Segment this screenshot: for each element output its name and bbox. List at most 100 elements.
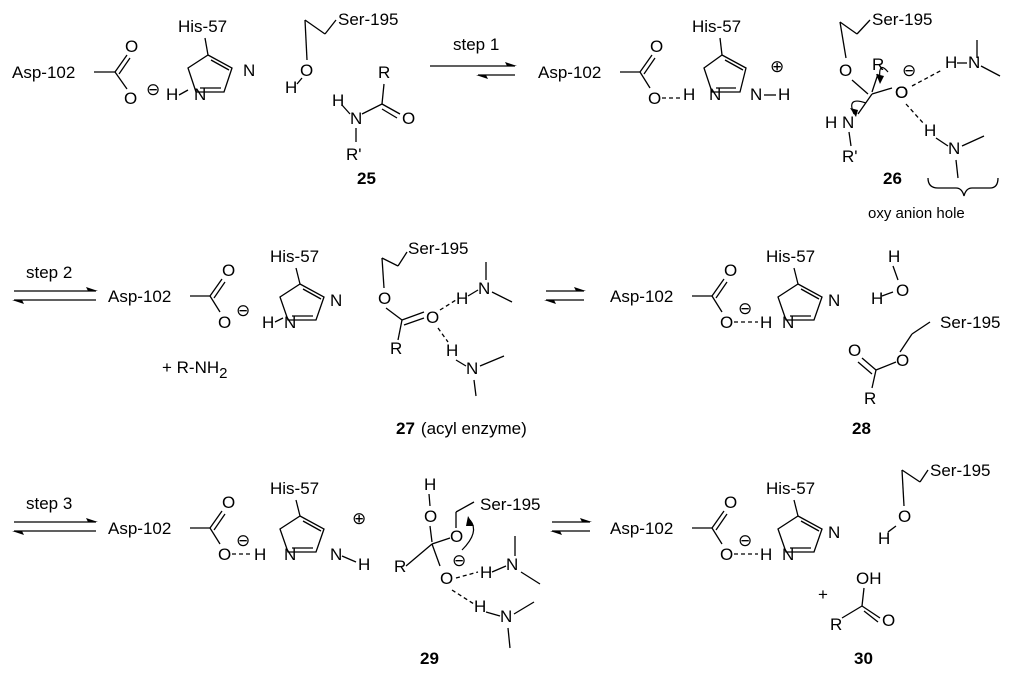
step-3-arrows: step 3	[12, 494, 98, 535]
svg-text:H: H	[332, 91, 344, 110]
his-57-imidazolium: His-57 H N N H ⊕	[683, 17, 790, 104]
svg-text:H: H	[358, 555, 370, 574]
svg-text:⊕: ⊕	[352, 509, 366, 528]
step-1-arrows: step 1	[430, 35, 517, 79]
svg-text:N: N	[478, 279, 490, 298]
svg-text:N: N	[284, 313, 296, 332]
svg-text:N: N	[828, 523, 840, 542]
svg-text:R: R	[390, 339, 402, 358]
svg-text:His-57: His-57	[270, 479, 319, 498]
svg-text:O: O	[848, 341, 861, 360]
svg-text:N: N	[506, 555, 518, 574]
svg-text:O: O	[218, 545, 231, 564]
compound-28: 28	[852, 419, 871, 438]
his-57-imidazole-4: His-57 H N N	[760, 479, 840, 564]
asp-102-carboxylate-6: Asp-102 O O ⊖	[610, 493, 758, 564]
svg-text:O: O	[125, 37, 138, 56]
svg-text:H: H	[878, 529, 890, 548]
compound-30: 30	[854, 649, 873, 668]
svg-text:H: H	[760, 313, 772, 332]
svg-text:⊖: ⊖	[452, 551, 466, 570]
svg-text:N: N	[842, 113, 854, 132]
his-label: His-57	[178, 17, 227, 36]
svg-text:H: H	[924, 121, 936, 140]
svg-text:step 3: step 3	[26, 494, 72, 513]
compound-26: 26	[883, 169, 902, 188]
svg-text:O: O	[898, 507, 911, 526]
svg-text:O: O	[300, 61, 313, 80]
compound-27-label: 27(acyl enzyme)	[396, 419, 527, 438]
svg-text:H: H	[871, 289, 883, 308]
svg-text:O: O	[378, 289, 391, 308]
svg-text:O: O	[218, 313, 231, 332]
svg-text:O: O	[839, 61, 852, 80]
his-57-imidazole: His-57 H N N	[166, 17, 255, 104]
svg-text:O: O	[895, 83, 908, 102]
svg-text:Ser-195: Ser-195	[338, 10, 398, 29]
svg-text:His-57: His-57	[692, 17, 741, 36]
svg-text:His-57: His-57	[766, 479, 815, 498]
svg-text:H: H	[945, 53, 957, 72]
equilibrium-arrows-3	[550, 518, 592, 535]
svg-text:N: N	[782, 313, 794, 332]
row-3: step 3 Asp-102 O O ⊖ His-57 H N N ⊕	[12, 461, 990, 668]
svg-text:⊖: ⊖	[236, 301, 250, 320]
svg-text:O: O	[450, 527, 463, 546]
svg-text:N: N	[194, 85, 206, 104]
svg-text:His-57: His-57	[766, 247, 815, 266]
svg-text:R: R	[830, 615, 842, 634]
compound-29: 29	[420, 649, 439, 668]
svg-text:O: O	[882, 611, 895, 630]
asp-102-carboxylate-2: Asp-102 O O	[538, 37, 680, 108]
svg-text:N: N	[350, 109, 362, 128]
svg-text:⊖: ⊖	[902, 61, 916, 80]
svg-text:N: N	[709, 85, 721, 104]
svg-text:Ser-195: Ser-195	[872, 10, 932, 29]
plus-sign: +	[818, 585, 828, 604]
water-molecule: H O H	[871, 247, 909, 308]
svg-text:R: R	[378, 63, 390, 82]
svg-text:Asp-102: Asp-102	[108, 287, 171, 306]
svg-text:O: O	[895, 83, 908, 102]
svg-text:O: O	[222, 493, 235, 512]
svg-text:Asp-102: Asp-102	[538, 63, 601, 82]
svg-text:H: H	[778, 85, 790, 104]
asp-102-carboxylate-3: Asp-102 O O ⊖	[108, 261, 250, 332]
svg-text:Ser-195: Ser-195	[930, 461, 990, 480]
svg-text:O: O	[402, 109, 415, 128]
tetrahedral-intermediate-26: Ser-195 O R O ⊖ N H R' O H N	[825, 10, 1001, 222]
svg-text:O: O	[124, 89, 137, 108]
compound-25: 25	[357, 169, 376, 188]
svg-text:step 2: step 2	[26, 263, 72, 282]
svg-text:O: O	[724, 261, 737, 280]
svg-text:O: O	[720, 313, 733, 332]
svg-text:step 1: step 1	[453, 35, 499, 54]
svg-text:O: O	[650, 37, 663, 56]
amine-product: + R-NH2	[162, 358, 228, 382]
svg-text:Ser-195: Ser-195	[480, 495, 540, 514]
svg-text:R': R'	[346, 145, 362, 164]
svg-text:H: H	[424, 475, 436, 494]
svg-text:Asp-102: Asp-102	[108, 519, 171, 538]
svg-text:O: O	[896, 351, 909, 370]
svg-text:Asp-102: Asp-102	[610, 519, 673, 538]
asp-102-carboxylate: Asp-102 O O ⊖	[12, 37, 160, 108]
asp-102-carboxylate-4: Asp-102 O O ⊖	[610, 261, 758, 332]
his-57-imidazolium-2: His-57 H N N ⊕ H	[254, 479, 370, 574]
svg-text:Ser-195: Ser-195	[408, 239, 468, 258]
svg-text:⊖: ⊖	[738, 531, 752, 550]
svg-text:⊖: ⊖	[738, 299, 752, 318]
svg-text:R: R	[864, 389, 876, 408]
step-2-arrows: step 2	[12, 263, 98, 304]
acyl-enzyme-28: Ser-195 O O R 28	[848, 313, 1000, 438]
equilibrium-arrows-2	[544, 287, 586, 304]
svg-text:H: H	[480, 563, 492, 582]
svg-text:O: O	[724, 493, 737, 512]
svg-text:O: O	[648, 89, 661, 108]
svg-text:H: H	[888, 247, 900, 266]
svg-text:H: H	[474, 597, 486, 616]
svg-text:O: O	[896, 281, 909, 300]
svg-text:N: N	[243, 61, 255, 80]
svg-text:N: N	[330, 545, 342, 564]
